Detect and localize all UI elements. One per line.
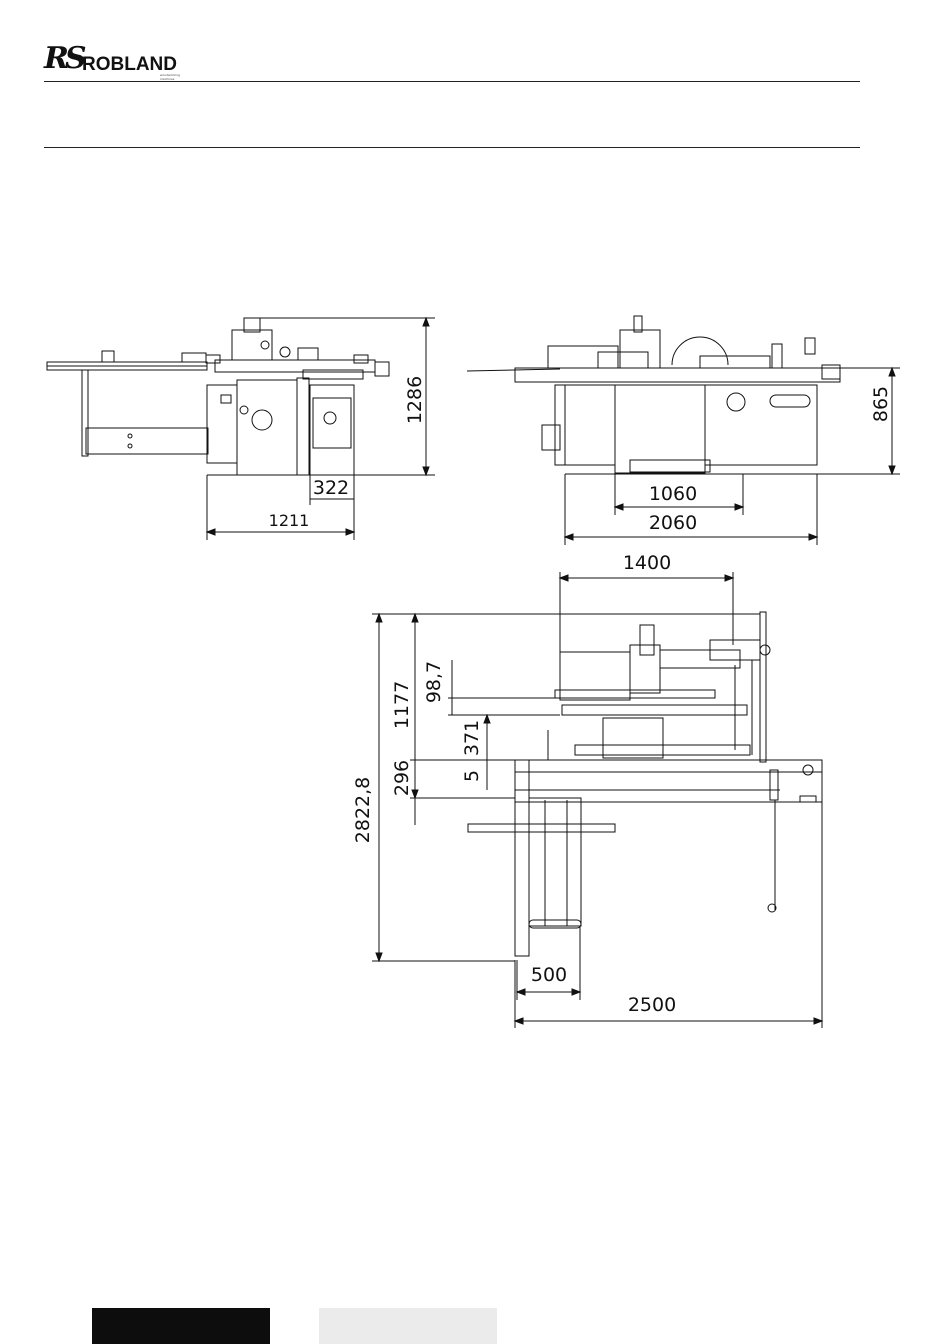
footer-tab-light [319, 1308, 497, 1344]
dim-side-height: 1286 [404, 376, 426, 424]
dim-front-height: 865 [870, 386, 892, 422]
dim-top-length: 2500 [628, 994, 676, 1016]
side-view-machine [47, 318, 389, 475]
dim-top-c: 98,7 [423, 661, 445, 703]
dim-front-length: 2060 [649, 512, 697, 534]
top-view-machine [468, 612, 822, 956]
dim-side-width: 1211 [269, 511, 310, 530]
dim-top-e: 5 [461, 770, 483, 782]
dim-front-inner: 1060 [649, 483, 697, 505]
dim-top-b: 296 [391, 760, 413, 796]
dim-top-a: 1177 [391, 681, 413, 729]
dim-top-d: 371 [461, 720, 483, 756]
dim-side-depth: 322 [313, 477, 349, 499]
dim-top-width: 1400 [623, 552, 671, 574]
dim-top-total-depth: 2822,8 [352, 777, 374, 843]
footer-tab-dark [92, 1308, 270, 1344]
front-view-machine [467, 316, 840, 473]
side-view-dimension-lines [207, 318, 435, 540]
dim-top-carriage: 500 [531, 964, 567, 986]
